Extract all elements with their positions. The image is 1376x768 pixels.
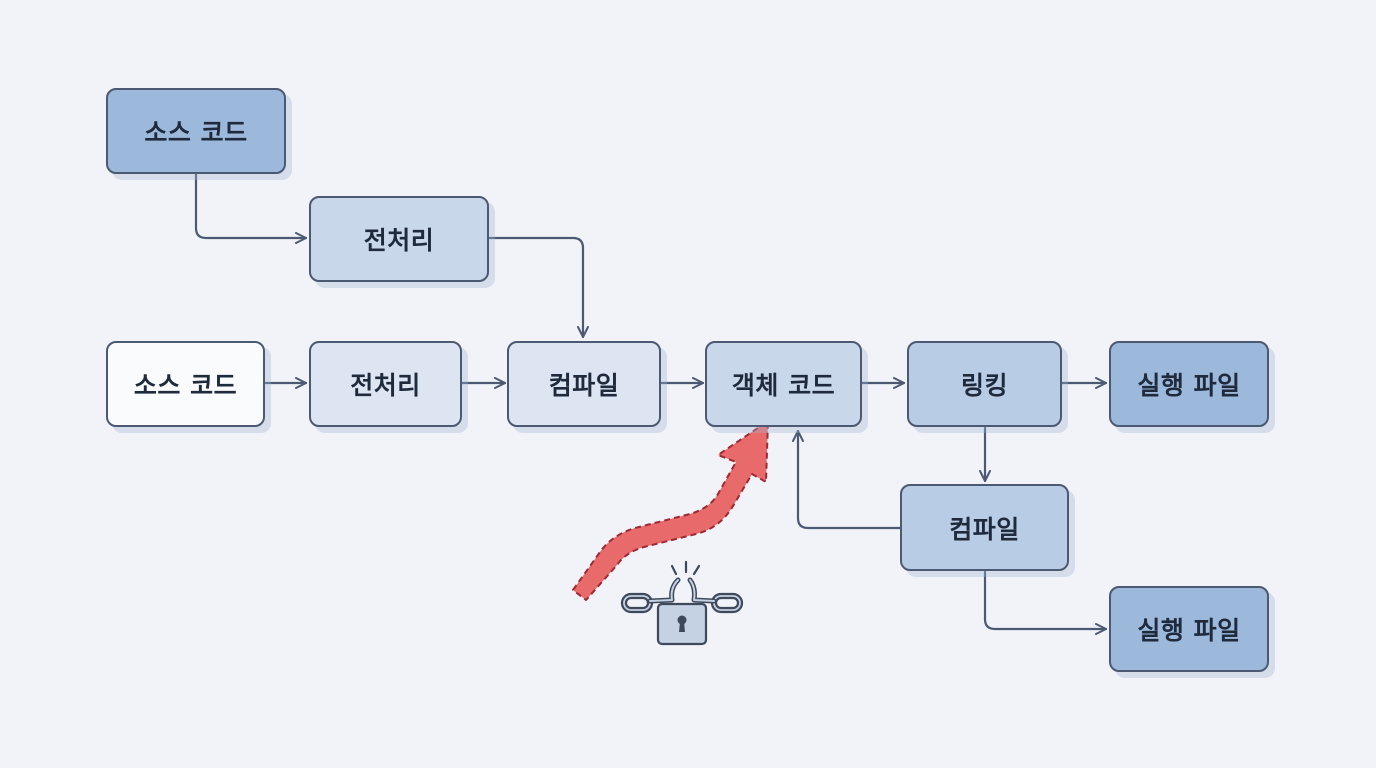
node-label: 컴파일	[949, 514, 1020, 544]
node-label: 실행 파일	[1137, 616, 1241, 645]
node-label: 컴파일	[548, 371, 620, 400]
edge-top-source-to-top-preprocess	[194, 172, 308, 244]
broken-chain-padlock-icon	[620, 560, 744, 646]
node-top-preprocess[interactable]: 전처리	[309, 196, 489, 282]
node-label: 소스 코드	[133, 371, 238, 400]
edge-top-preprocess-to-main-compile	[486, 236, 589, 339]
node-main-preprocess[interactable]: 전처리	[309, 341, 462, 427]
node-object-code[interactable]: 객체 코드	[705, 341, 862, 427]
node-branch-compile[interactable]: 컴파일	[900, 484, 1069, 571]
node-label: 전처리	[363, 226, 435, 255]
node-label: 소스 코드	[144, 118, 248, 147]
node-label: 실행 파일	[1137, 371, 1241, 400]
attack-arrow-icon	[572, 420, 769, 601]
node-main-source-code[interactable]: 소스 코드	[106, 341, 265, 427]
node-linking[interactable]: 링킹	[907, 341, 1062, 427]
node-main-compile[interactable]: 컴파일	[507, 341, 661, 427]
node-main-executable[interactable]: 실행 파일	[1109, 341, 1269, 427]
node-label: 객체 코드	[731, 371, 836, 400]
node-label: 링킹	[960, 371, 1008, 400]
edge-branch-compile-to-object-code	[792, 429, 902, 530]
edge-branch-compile-to-branch-executable	[983, 570, 1108, 635]
node-label: 전처리	[350, 371, 421, 400]
node-branch-executable[interactable]: 실행 파일	[1109, 586, 1269, 672]
node-top-source-code[interactable]: 소스 코드	[106, 88, 286, 174]
